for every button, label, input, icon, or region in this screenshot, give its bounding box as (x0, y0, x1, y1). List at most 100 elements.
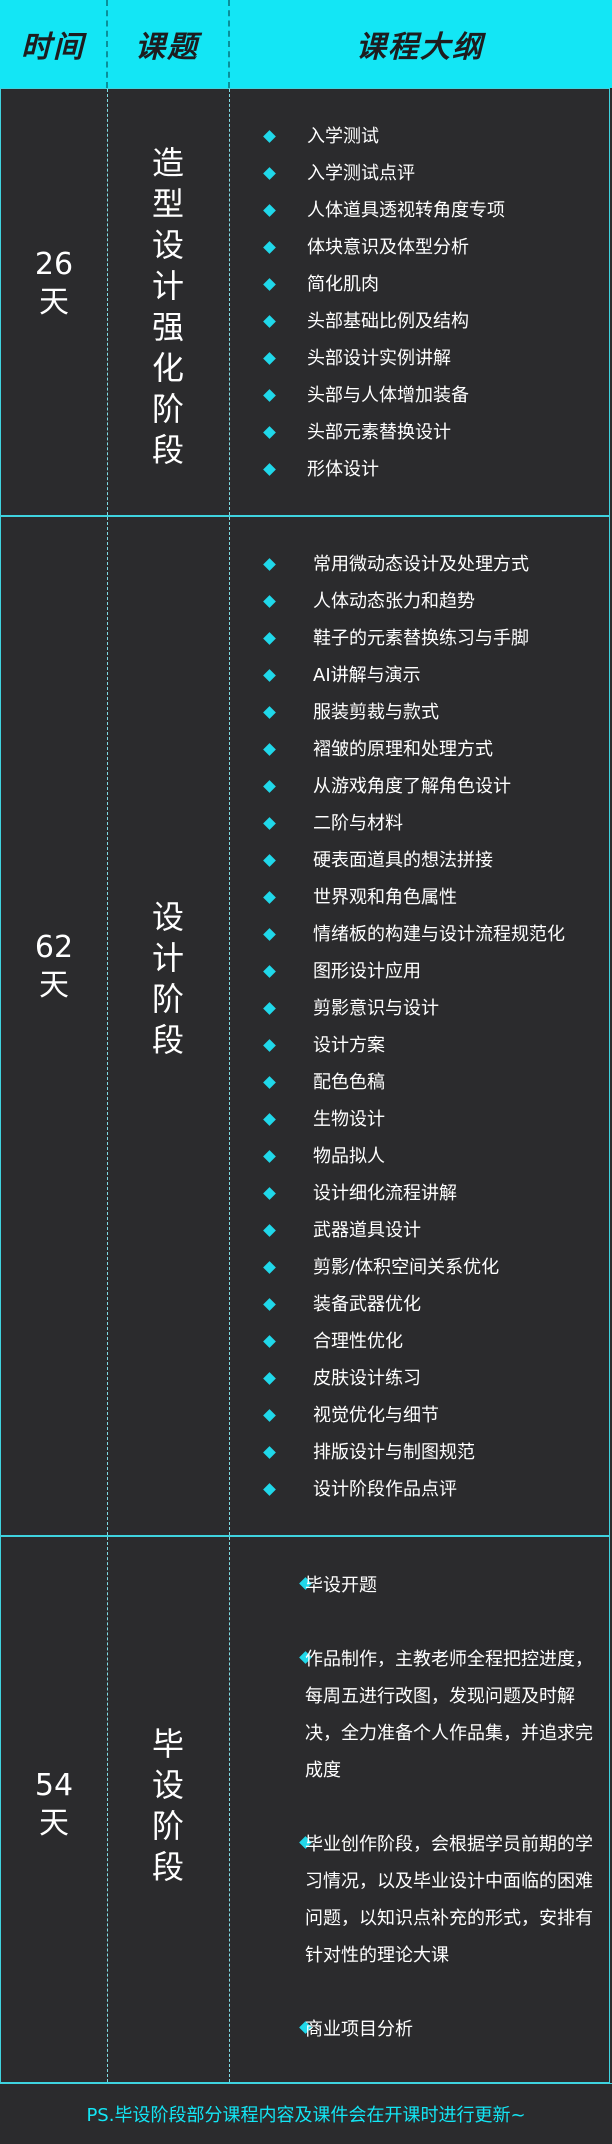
diamond-bullet-icon (263, 167, 276, 180)
list-item-text: 物品拟人 (313, 1146, 385, 1167)
list-item-text: 简化肌肉 (307, 274, 379, 295)
duration-unit: 天 (39, 968, 69, 1003)
diamond-bullet-icon (263, 241, 276, 254)
list-item-text: 图形设计应用 (313, 961, 421, 982)
list-item: 商业项目分析 (263, 2011, 603, 2048)
list-item-text: 世界观和角色属性 (313, 887, 457, 908)
list-item-text: 从游戏角度了解角色设计 (313, 776, 511, 797)
stage-char: 计 (151, 939, 184, 977)
diamond-bullet-icon (263, 817, 276, 830)
diamond-bullet-icon (263, 204, 276, 217)
stage-char: 阶 (151, 390, 184, 428)
header-divider (106, 0, 108, 88)
diamond-bullet-icon (263, 1335, 276, 1348)
stage-char: 段 (151, 1848, 184, 1886)
diamond-bullet-icon (263, 1150, 276, 1163)
column-divider (107, 1537, 108, 2082)
list-item-text: 硬表面道具的想法拼接 (313, 850, 493, 871)
list-item-text: 体块意识及体型分析 (307, 237, 469, 258)
diamond-bullet-icon (263, 1187, 276, 1200)
stage-char: 化 (151, 349, 184, 387)
list-item-text: 商业项目分析 (305, 2019, 413, 2040)
list-item-text: 作品制作，主教老师全程把控进度，每周五进行改图，发现问题及时解决，全力准备个人作… (305, 1649, 593, 1781)
list-item-text: 设计阶段作品点评 (313, 1479, 457, 1500)
diamond-bullet-icon (263, 1039, 276, 1052)
list-item-text: 合理性优化 (313, 1331, 403, 1352)
column-divider (107, 89, 108, 515)
duration-number: 54 (34, 1768, 74, 1803)
diamond-bullet-icon (263, 558, 276, 571)
list-item-text: 人体动态张力和趋势 (313, 591, 475, 612)
diamond-bullet-icon (263, 1261, 276, 1274)
list-item-text: 入学测试点评 (307, 163, 415, 184)
stage-title: 造 型 设 计 强 化 阶 段 (107, 143, 229, 471)
header-divider (228, 0, 230, 88)
list-item-text: 人体道具透视转角度专项 (307, 200, 505, 221)
duration-label: 54 天 (1, 1767, 107, 1843)
diamond-bullet-icon (263, 854, 276, 867)
list-item-text: 剪影/体积空间关系优化 (313, 1257, 500, 1278)
diamond-bullet-icon (263, 278, 276, 291)
header-outline: 课程大纲 (356, 30, 484, 65)
header-topic: 课题 (135, 30, 199, 65)
list-item-text: 常用微动态设计及处理方式 (313, 554, 529, 575)
stage-char: 型 (151, 185, 184, 223)
list-item-text: 设计方案 (313, 1035, 385, 1056)
stage-char: 毕 (151, 1725, 184, 1763)
stage-char: 造 (151, 144, 184, 182)
list-item-text: 情绪板的构建与设计流程规范化 (313, 924, 565, 945)
list-item-text: 皮肤设计练习 (313, 1368, 421, 1389)
duration-label: 26 天 (1, 246, 107, 322)
stage-char: 阶 (151, 980, 184, 1018)
duration-unit: 天 (39, 285, 69, 320)
footer-note: PS.毕设阶段部分课程内容及课件会在开课时进行更新~ (0, 2083, 612, 2144)
list-item-text: AI讲解与演示 (313, 665, 421, 686)
diamond-bullet-icon (263, 1409, 276, 1422)
diamond-bullet-icon (263, 1446, 276, 1459)
list-item-text: 设计细化流程讲解 (313, 1183, 457, 1204)
list-item-text: 头部与人体增加装备 (307, 385, 469, 406)
list-item-text: 鞋子的元素替换练习与手脚 (313, 628, 529, 649)
list-item-text: 毕设开题 (305, 1575, 377, 1596)
list-item-text: 头部基础比例及结构 (307, 311, 469, 332)
stage-char: 段 (151, 1021, 184, 1059)
diamond-bullet-icon (263, 743, 276, 756)
list-item-text: 排版设计与制图规范 (313, 1442, 475, 1463)
list-item-text: 二阶与材料 (313, 813, 403, 834)
section-design-stage: 62 天 设 计 阶 段 常用微动态设计及处理方式 人体动态张力和趋势 鞋子的元… (0, 516, 610, 1536)
diamond-bullet-icon (263, 1483, 276, 1496)
duration-number: 62 (34, 930, 74, 965)
stage-char: 设 (151, 226, 184, 264)
section-graduation-stage: 54 天 毕 设 阶 段 毕设开题 作品制作，主教老师全程把控进度，每周五进行改… (0, 1536, 610, 2083)
list-item-text: 装备武器优化 (313, 1294, 421, 1315)
diamond-bullet-icon (263, 389, 276, 402)
diamond-bullet-icon (263, 706, 276, 719)
stage-title: 设 计 阶 段 (107, 897, 229, 1061)
stage-char: 强 (151, 308, 184, 346)
diamond-bullet-icon (263, 1224, 276, 1237)
header-time: 时间 (21, 30, 85, 65)
list-item-text: 服装剪裁与款式 (313, 702, 439, 723)
list-item-text: 视觉优化与细节 (313, 1405, 439, 1426)
diamond-bullet-icon (263, 928, 276, 941)
diamond-bullet-icon (263, 1076, 276, 1089)
diamond-bullet-icon (263, 1113, 276, 1126)
diamond-bullet-icon (263, 130, 276, 143)
diamond-bullet-icon (263, 669, 276, 682)
stage-char: 设 (151, 1766, 184, 1804)
column-divider (229, 89, 230, 515)
list-item-text: 配色色稿 (313, 1072, 385, 1093)
list-item-text: 头部元素替换设计 (307, 422, 451, 443)
list-item-text: 形体设计 (307, 459, 379, 480)
diamond-bullet-icon (263, 1372, 276, 1385)
diamond-bullet-icon (263, 965, 276, 978)
list-item-text: 入学测试 (307, 126, 379, 147)
column-divider (229, 1537, 230, 2082)
stage-char: 段 (151, 431, 184, 469)
diamond-bullet-icon (263, 315, 276, 328)
list-item: 作品制作，主教老师全程把控进度，每周五进行改图，发现问题及时解决，全力准备个人作… (263, 1641, 603, 1789)
list-item-text: 武器道具设计 (313, 1220, 421, 1241)
stage-char: 阶 (151, 1807, 184, 1845)
stage-char: 计 (151, 267, 184, 305)
